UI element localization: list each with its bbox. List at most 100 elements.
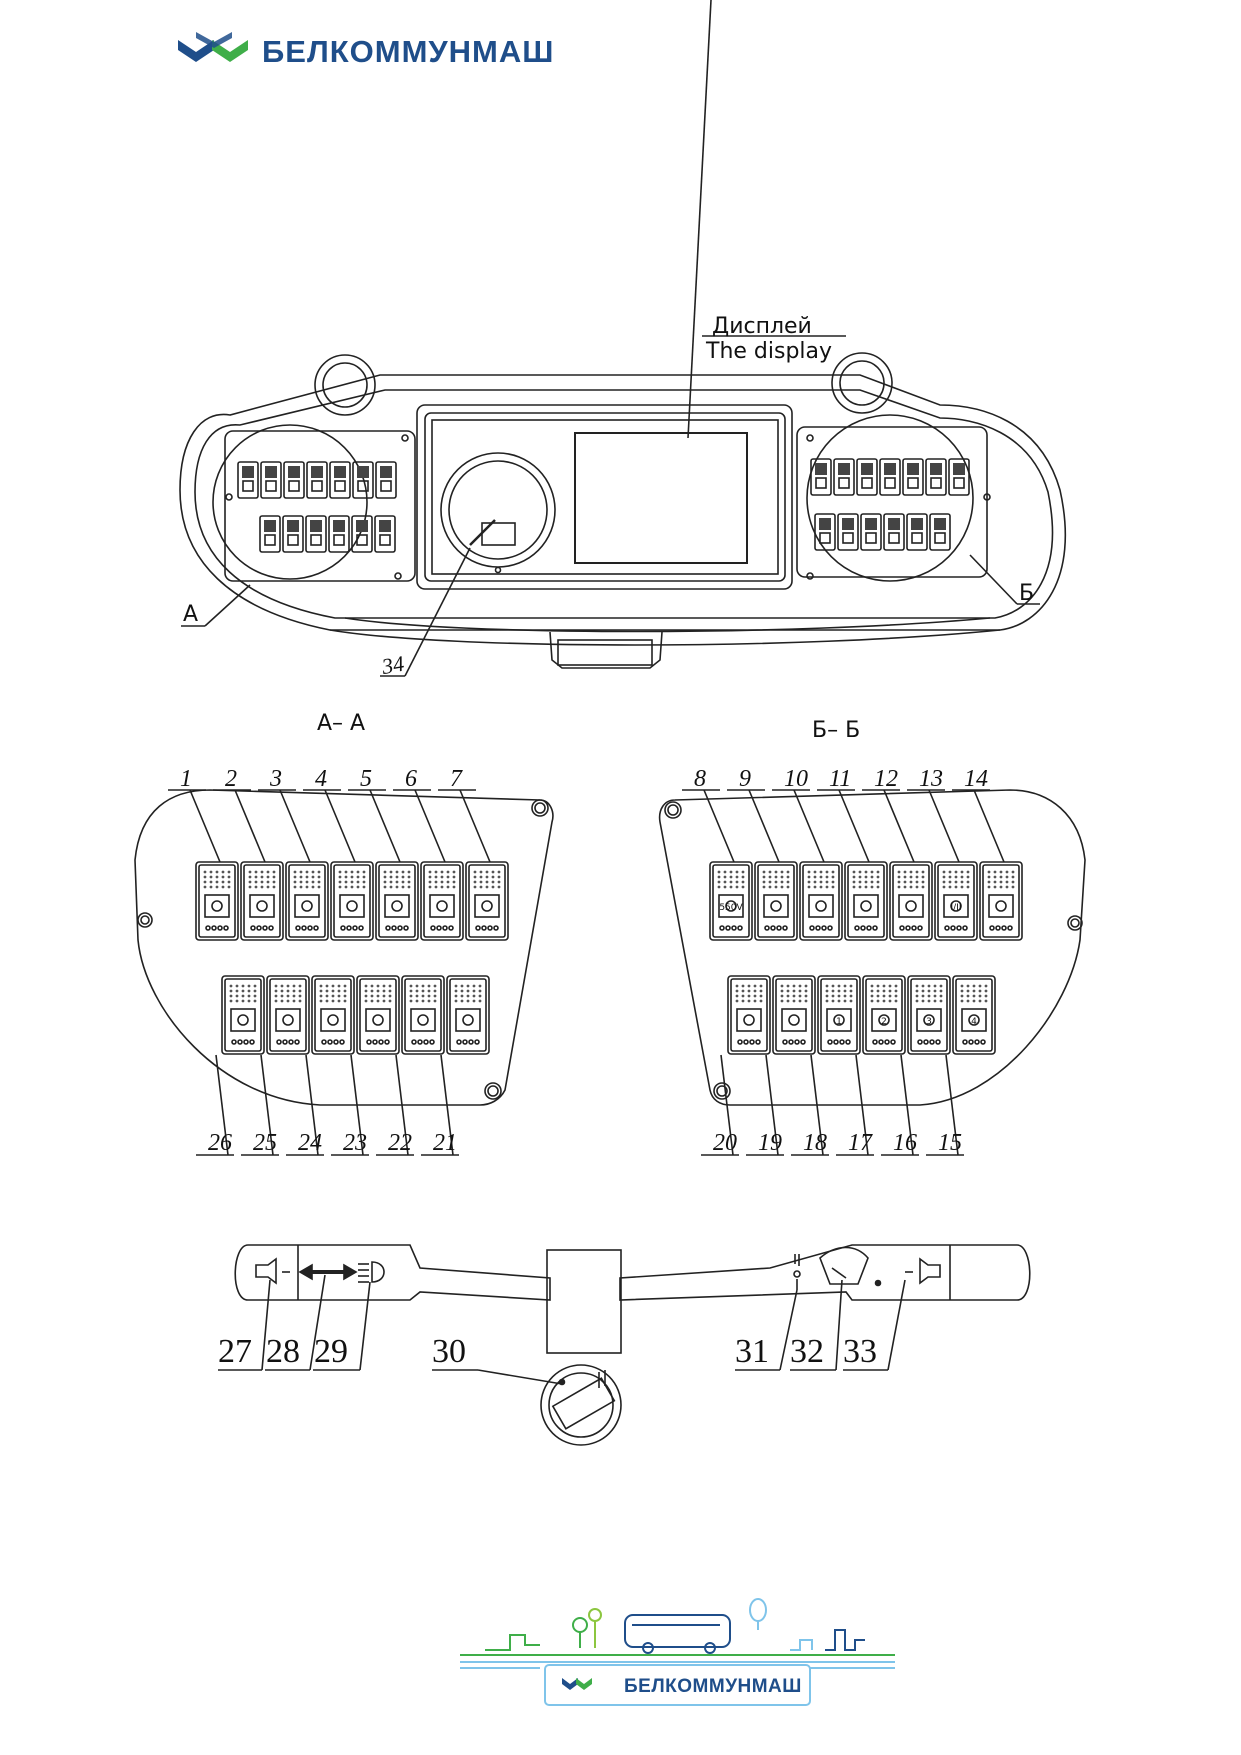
interior-light-icon — [237, 1014, 249, 1026]
heater-k-icon — [436, 900, 448, 912]
callout-6: 6 — [405, 766, 417, 792]
door-icon — [860, 900, 872, 912]
footer-illustration — [460, 1598, 895, 1706]
right-switch-pod — [796, 414, 991, 582]
rocker-switch[interactable] — [465, 861, 509, 941]
rocker-switch[interactable]: 550V — [709, 861, 753, 941]
aa-bottom-leaders — [196, 1054, 459, 1156]
switch-label: 2 — [881, 1017, 887, 1027]
door-2-icon — [878, 1014, 890, 1026]
left-top-knob — [314, 354, 376, 416]
rocker-switch[interactable] — [311, 975, 355, 1055]
callout-26: 26 — [208, 1130, 232, 1156]
door-4-icon — [968, 1014, 980, 1026]
bb-top-switch-row: 550V I/II — [709, 861, 1023, 941]
callout-32: 32 — [790, 1333, 824, 1370]
dash-switch — [375, 461, 397, 499]
rocker-switch[interactable] — [420, 861, 464, 941]
callout-28: 28 — [266, 1333, 300, 1370]
callout-9: 9 — [739, 766, 751, 792]
rocker-switch[interactable] — [727, 975, 771, 1055]
detail-label-a: А — [183, 602, 198, 627]
callout-11: 11 — [829, 766, 851, 792]
detail-label-b: Б — [1019, 581, 1034, 606]
lamp-icon — [211, 900, 223, 912]
callout-30: 30 — [432, 1333, 466, 1370]
right-top-knob — [831, 352, 893, 414]
dash-switch — [879, 458, 901, 496]
rocker-switch[interactable]: 3 — [907, 975, 951, 1055]
dash-switch — [329, 461, 351, 499]
callout-34: 34 — [379, 651, 406, 680]
rocker-switch[interactable] — [240, 861, 284, 941]
rocker-switch[interactable] — [195, 861, 239, 941]
dash-switch — [283, 461, 305, 499]
callout-1: 1 — [180, 766, 192, 792]
brand-logo-top: БЕЛКОММУНМАШ — [176, 30, 606, 72]
callout-17: 17 — [848, 1130, 873, 1156]
link-icon — [743, 1014, 755, 1026]
callout-25: 25 — [253, 1130, 277, 1156]
dash-switch — [282, 515, 304, 553]
aa-top-leaders — [168, 789, 491, 863]
rocker-switch[interactable] — [446, 975, 490, 1055]
rocker-switch[interactable] — [754, 861, 798, 941]
dash-switch — [305, 515, 327, 553]
dash-switch — [351, 515, 373, 553]
callout-23: 23 — [343, 1130, 367, 1156]
rocker-switch[interactable] — [330, 861, 374, 941]
dashboard-leaders — [181, 0, 1040, 677]
callout-2: 2 — [225, 766, 237, 792]
rocker-switch[interactable] — [401, 975, 445, 1055]
switch-label: 1 — [836, 1017, 842, 1027]
rocker-switch[interactable] — [266, 975, 310, 1055]
rocker-switch[interactable] — [221, 975, 265, 1055]
brand-name-top: БЕЛКОММУНМАШ — [262, 34, 555, 69]
dash-switch — [237, 461, 259, 499]
callout-24: 24 — [298, 1130, 322, 1156]
callout-20: 20 — [713, 1130, 737, 1156]
bb-top-leaders — [682, 789, 1005, 863]
dash-right-top-switches — [810, 458, 970, 496]
callout-10: 10 — [784, 766, 808, 792]
rocker-switch[interactable] — [889, 861, 933, 941]
rocker-switch[interactable]: 4 — [952, 975, 996, 1055]
rocker-switch[interactable] — [356, 975, 400, 1055]
dash-switch — [906, 513, 928, 551]
callout-14: 14 — [964, 766, 988, 792]
callout-29: 29 — [314, 1333, 348, 1370]
rocker-switch[interactable] — [844, 861, 888, 941]
cooling-icon — [372, 1014, 384, 1026]
heater-icon — [301, 900, 313, 912]
steering-column-switch — [234, 1244, 1031, 1446]
bottom-connector — [549, 631, 663, 669]
callout-13: 13 — [919, 766, 943, 792]
dash-switch — [837, 513, 859, 551]
display-label-ru: Дисплей — [712, 314, 812, 339]
rocker-switch[interactable]: I/II — [934, 861, 978, 941]
dash-switch — [374, 515, 396, 553]
dash-switch — [814, 513, 836, 551]
rocker-switch[interactable] — [375, 861, 419, 941]
callout-31: 31 — [735, 1333, 769, 1370]
rocker-switch[interactable] — [772, 975, 816, 1055]
dash-switch — [925, 458, 947, 496]
callout-18: 18 — [803, 1130, 827, 1156]
rocker-switch[interactable] — [979, 861, 1023, 941]
switch-label: 3 — [926, 1017, 932, 1027]
aa-bottom-switch-row — [221, 975, 490, 1055]
dash-left-top-switches — [237, 461, 397, 499]
rocker-switch[interactable] — [285, 861, 329, 941]
down-arrow-icon — [770, 900, 782, 912]
dash-switch — [856, 458, 878, 496]
rocker-switch[interactable] — [799, 861, 843, 941]
arrow-up-icon — [462, 1014, 474, 1026]
rocker-switch[interactable]: 2 — [862, 975, 906, 1055]
rocker-switch[interactable]: 1 — [817, 975, 861, 1055]
fuel-icon — [481, 900, 493, 912]
callout-21: 21 — [433, 1130, 457, 1156]
dash-switch — [902, 458, 924, 496]
callout-4: 4 — [315, 766, 327, 792]
